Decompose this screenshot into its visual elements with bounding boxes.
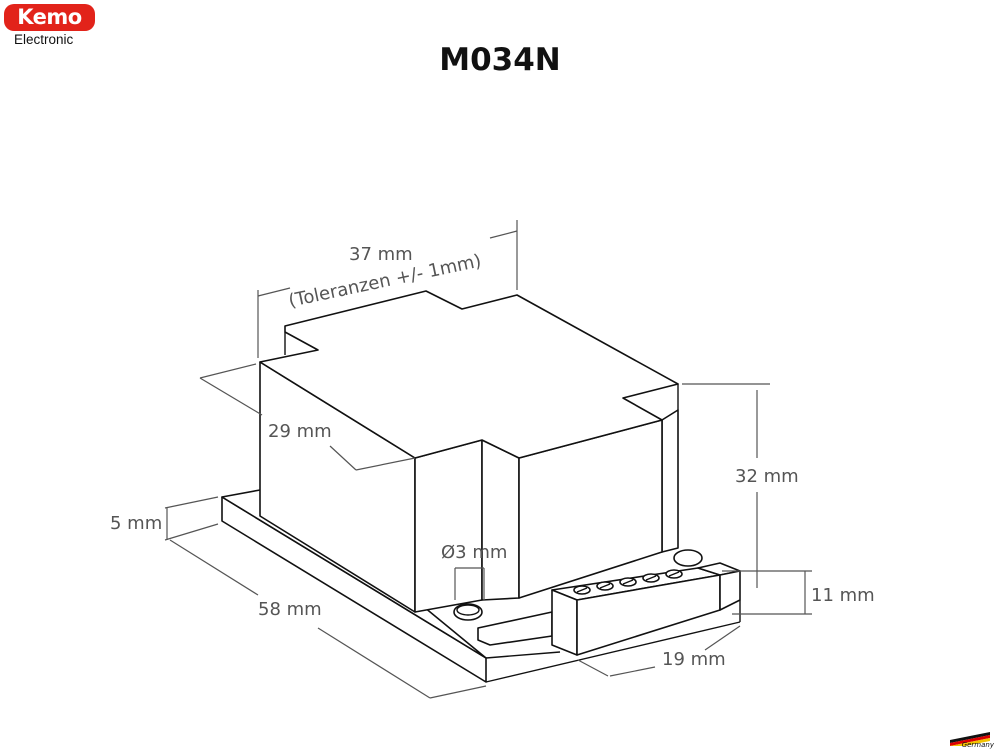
dim-terminal-height-label: 11 mm: [811, 585, 875, 606]
dim-height-label: 32 mm: [735, 466, 799, 487]
dimension-lines: [164, 220, 812, 699]
dim-hole-label: Ø3 mm: [441, 542, 507, 563]
footer-country: Germany: [961, 741, 994, 749]
dim-base-length-label: 58 mm: [258, 599, 322, 620]
right-mounting-hole: [673, 549, 703, 567]
dim-base-height-label: 5 mm: [110, 513, 162, 534]
kemo-logo: Kemo Electronic: [4, 4, 96, 48]
germany-flag-icon: [950, 732, 990, 746]
screw-slot: [645, 575, 657, 581]
terminal-screws: [573, 569, 683, 595]
mounting-hole: [453, 603, 483, 621]
screw-slot: [576, 587, 588, 593]
logo-badge: Kemo: [4, 4, 95, 31]
housing: [259, 290, 679, 613]
page-title: M034N: [439, 42, 561, 78]
screw-slot: [622, 579, 634, 585]
dim-terminal-width-label: 19 mm: [662, 649, 726, 670]
screw-slot: [599, 583, 611, 589]
screw-slot: [668, 571, 680, 577]
dim-width-label: 37 mm: [349, 244, 413, 265]
dim-depth-label: 29 mm: [268, 421, 332, 442]
logo-subtitle: Electronic: [14, 32, 74, 47]
